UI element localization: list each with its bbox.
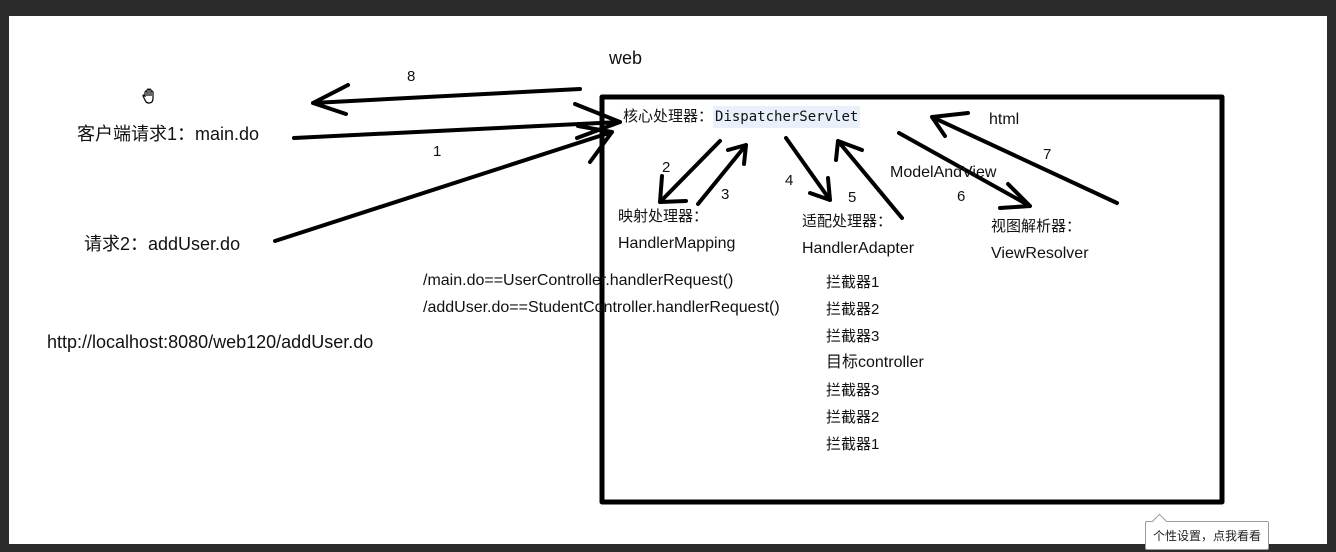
dispatcher-label: 核心处理器：DispatcherServlet bbox=[623, 106, 861, 128]
resolver-title: 视图解析器： bbox=[991, 218, 1082, 235]
step-3: 3 bbox=[721, 186, 730, 203]
hand-cursor-icon bbox=[142, 88, 154, 104]
chain-item: 目标controller bbox=[826, 354, 924, 371]
server-box bbox=[599, 94, 1225, 505]
arrow-2 bbox=[658, 139, 722, 204]
chain-item: 拦截器2 bbox=[826, 301, 880, 318]
model-and-view-label: ModelAndView bbox=[890, 164, 997, 181]
step-6: 6 bbox=[957, 188, 966, 205]
url-label: http://localhost:8080/web120/addUser.do bbox=[47, 332, 374, 352]
arrow-7 bbox=[930, 111, 1119, 205]
chain-item: 拦截器1 bbox=[826, 274, 880, 291]
step-4: 4 bbox=[785, 172, 794, 189]
html-label: html bbox=[989, 111, 1020, 128]
arrow-5 bbox=[834, 139, 904, 220]
mapping-line-1: /main.do==UserController.handlerRequest(… bbox=[423, 272, 734, 289]
adapter-title: 适配处理器： bbox=[802, 213, 893, 230]
step-8: 8 bbox=[407, 68, 416, 85]
chain-item: 拦截器3 bbox=[826, 328, 880, 345]
arrow-4 bbox=[784, 136, 832, 202]
dispatcher-prefix: 核心处理器： bbox=[623, 108, 714, 125]
arrow-1 bbox=[292, 102, 622, 140]
arrow-3 bbox=[696, 143, 748, 206]
mapping-line-2: /addUser.do==StudentController.handlerRe… bbox=[423, 299, 780, 316]
step-5: 5 bbox=[848, 189, 857, 206]
chain-item: 拦截器2 bbox=[826, 409, 880, 426]
web-label: web bbox=[609, 48, 643, 68]
arrow-8 bbox=[311, 83, 582, 116]
mapping-title: 映射处理器： bbox=[618, 208, 709, 225]
arrow-request-2 bbox=[273, 124, 614, 243]
step-7: 7 bbox=[1043, 146, 1052, 163]
personalize-tooltip[interactable]: 个性设置，点我看看 bbox=[1145, 521, 1270, 550]
step-1: 1 bbox=[433, 143, 442, 160]
chain-item: 拦截器1 bbox=[826, 436, 880, 453]
adapter-name: HandlerAdapter bbox=[802, 240, 915, 257]
mapping-name: HandlerMapping bbox=[618, 235, 736, 252]
chain-item: 拦截器3 bbox=[826, 382, 880, 399]
arrow-6 bbox=[897, 131, 1032, 210]
whiteboard-canvas bbox=[9, 16, 1327, 544]
request-2-label: 请求2：addUser.do bbox=[84, 234, 241, 254]
step-2: 2 bbox=[662, 159, 671, 176]
dispatcher-name: DispatcherServlet bbox=[713, 106, 861, 128]
client-request-1-label: 客户端请求1：main.do bbox=[77, 124, 260, 144]
resolver-name: ViewResolver bbox=[991, 245, 1089, 262]
